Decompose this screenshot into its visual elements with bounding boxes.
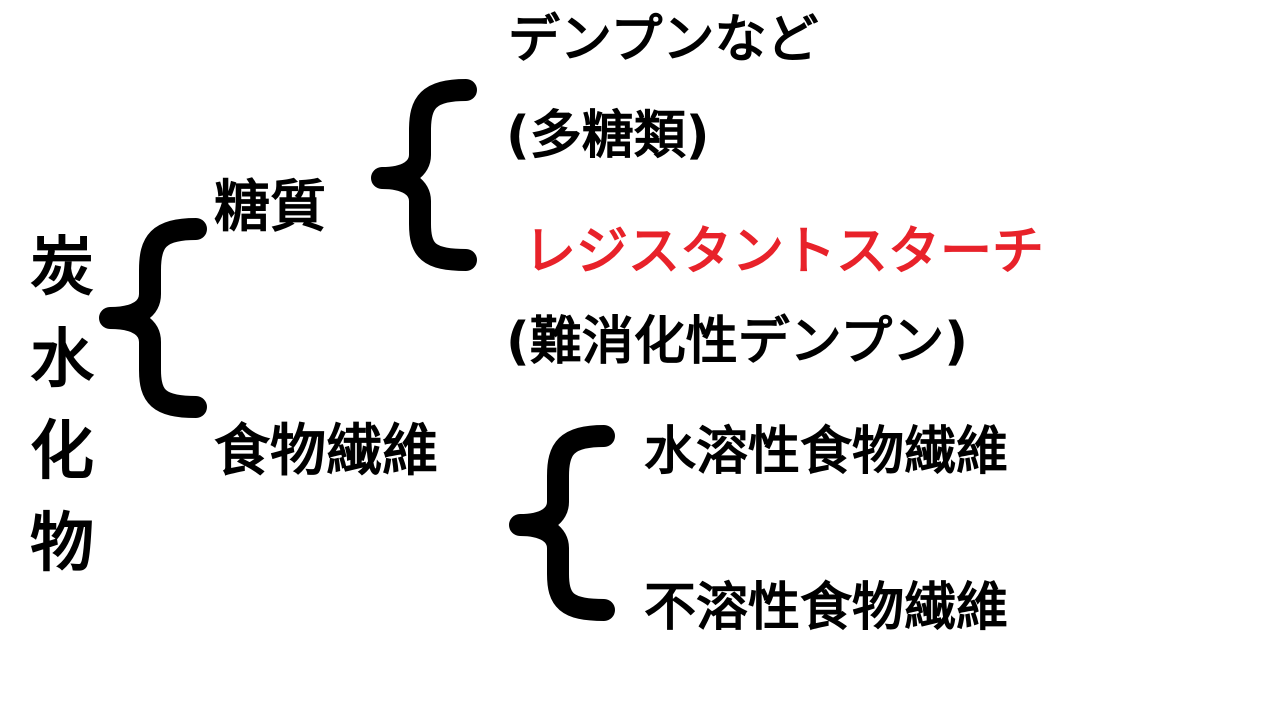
root-char: 炭	[30, 231, 94, 305]
resistant-starch-line2: (難消化性デンプン)	[506, 312, 968, 372]
sugar-label: 糖質	[214, 175, 326, 240]
root-brace	[99, 218, 207, 418]
soluble-fiber-label: 水溶性食物繊維	[644, 422, 1009, 482]
starch-line1: デンプンなど	[508, 10, 819, 70]
starch-line2: (多糖類)	[506, 106, 710, 166]
fiber-brace	[509, 425, 615, 621]
root-char: 水	[30, 323, 94, 397]
sugar-brace	[371, 79, 477, 271]
root-char: 物	[30, 507, 94, 581]
resistant-starch-line1: レジスタントスターチ	[524, 222, 1045, 282]
insoluble-fiber-label: 不溶性食物繊維	[644, 578, 1009, 638]
root-label-carbohydrate: 炭 水 化 物	[24, 222, 100, 590]
root-char: 化	[30, 415, 94, 489]
fiber-label: 食物繊維	[214, 419, 438, 484]
